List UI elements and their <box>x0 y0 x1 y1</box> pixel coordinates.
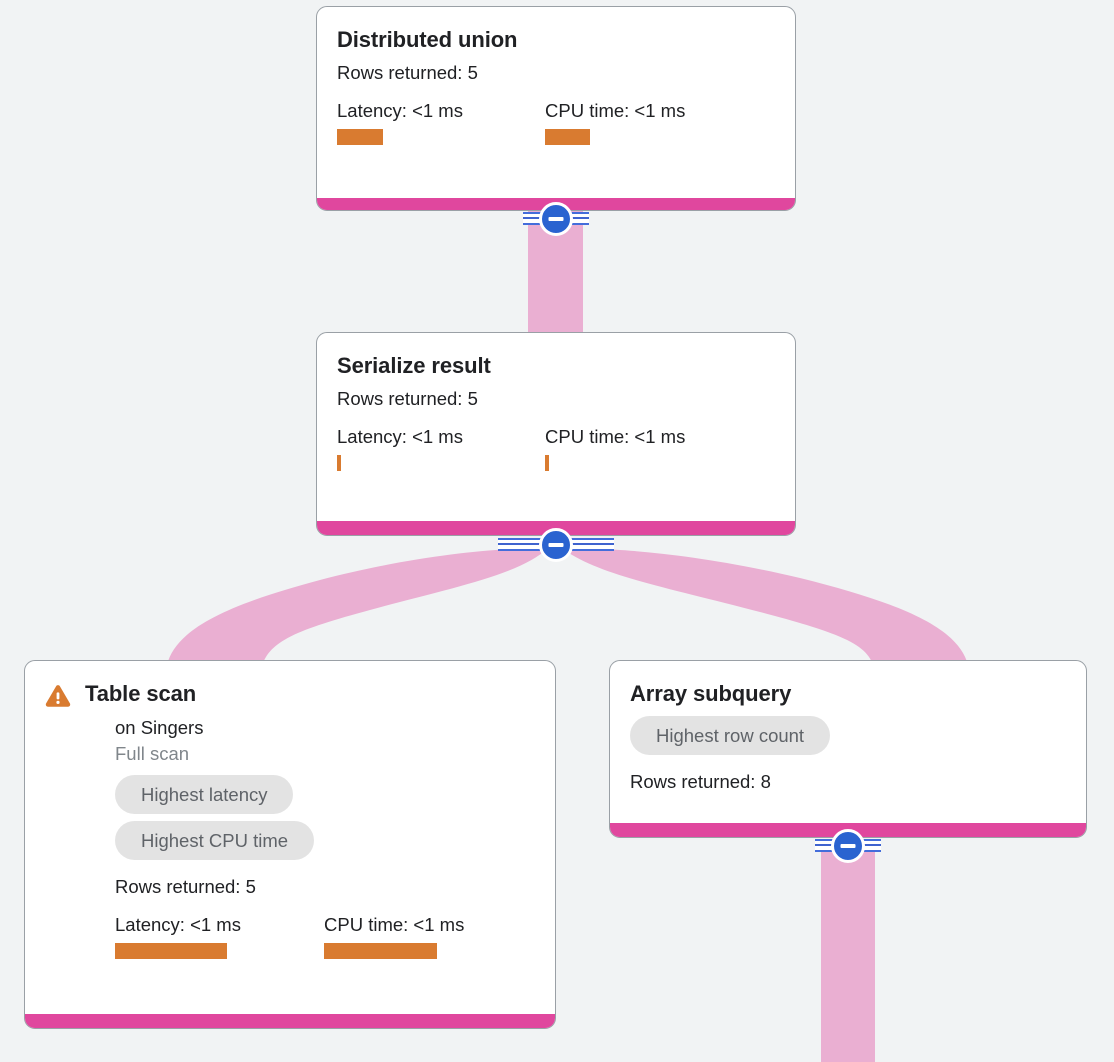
metric-cpu-bar <box>545 129 590 145</box>
metric-latency: Latency: <1 ms <box>337 99 545 145</box>
node-subtitle: on Singers <box>115 717 204 738</box>
metric-cpu-time: CPU time: <1 ms <box>324 913 464 959</box>
node-badges: Highest latency Highest CPU time <box>115 775 535 867</box>
minus-glyph <box>840 844 856 848</box>
node-badges: Highest row count <box>630 716 1066 762</box>
node-details: on Singers Full scan Highest latency Hig… <box>45 715 535 959</box>
node-body: Serialize result Rows returned: 5 Latenc… <box>317 333 795 487</box>
node-body: Table scan on Singers Full scan Highest … <box>25 661 555 975</box>
minus-glyph <box>548 217 564 221</box>
node-metrics: Latency: <1 ms CPU time: <1 ms <box>337 99 775 145</box>
metric-cpu-label: CPU time: <1 ms <box>545 426 686 447</box>
edge-serialize-to-arraysubquery <box>562 548 968 665</box>
minus-glyph <box>548 543 564 547</box>
plan-node-serialize-result[interactable]: Serialize result Rows returned: 5 Latenc… <box>316 332 796 536</box>
edge-serialize-to-tablescan <box>167 548 548 665</box>
badge-highest-row-count[interactable]: Highest row count <box>630 716 831 755</box>
badge-highest-cpu-time[interactable]: Highest CPU time <box>115 821 315 860</box>
collapse-toggle-serialize-result[interactable] <box>539 528 573 562</box>
plan-node-table-scan[interactable]: Table scan on Singers Full scan Highest … <box>24 660 556 1029</box>
node-title: Distributed union <box>337 27 518 52</box>
node-rows-returned: Rows returned: 5 <box>337 62 478 83</box>
node-rows-returned: Rows returned: 5 <box>337 388 478 409</box>
node-metrics: Latency: <1 ms CPU time: <1 ms <box>115 913 535 959</box>
metric-latency-bar <box>115 943 227 959</box>
node-title: Table scan <box>85 681 197 706</box>
warning-triangle-icon <box>45 685 71 707</box>
metric-cpu-label: CPU time: <1 ms <box>545 100 686 121</box>
node-scan-type: Full scan <box>115 743 190 764</box>
collapse-toggle-distributed-union[interactable] <box>539 202 573 236</box>
node-rows-returned: Rows returned: 5 <box>115 876 256 897</box>
metric-cpu-label: CPU time: <1 ms <box>324 914 465 935</box>
node-header: Distributed union <box>337 27 775 53</box>
badge-highest-latency[interactable]: Highest latency <box>115 775 294 814</box>
node-title: Serialize result <box>337 353 491 378</box>
metric-cpu-bar <box>545 455 549 471</box>
metric-latency: Latency: <1 ms <box>115 913 324 959</box>
node-header: Serialize result <box>337 353 775 379</box>
metric-latency-label: Latency: <1 ms <box>337 100 463 121</box>
node-rows-returned: Rows returned: 8 <box>630 771 771 792</box>
node-metrics: Latency: <1 ms CPU time: <1 ms <box>337 425 775 471</box>
metric-latency-label: Latency: <1 ms <box>115 914 241 935</box>
metric-cpu-time: CPU time: <1 ms <box>545 425 685 471</box>
metric-latency-bar <box>337 455 341 471</box>
plan-node-distributed-union[interactable]: Distributed union Rows returned: 5 Laten… <box>316 6 796 211</box>
metric-latency-bar <box>337 129 383 145</box>
plan-node-array-subquery[interactable]: Array subquery Highest row count Rows re… <box>609 660 1087 838</box>
node-body: Distributed union Rows returned: 5 Laten… <box>317 7 795 161</box>
node-header: Table scan <box>45 681 535 708</box>
node-body: Array subquery Highest row count Rows re… <box>610 661 1086 810</box>
node-footer-bar <box>25 1014 555 1028</box>
node-title: Array subquery <box>630 681 792 706</box>
metric-cpu-time: CPU time: <1 ms <box>545 99 685 145</box>
metric-cpu-bar <box>324 943 437 959</box>
edge-arraysubquery-down <box>821 840 875 1062</box>
collapse-toggle-array-subquery[interactable] <box>831 829 865 863</box>
metric-latency: Latency: <1 ms <box>337 425 545 471</box>
node-header: Array subquery <box>630 681 1066 707</box>
metric-latency-label: Latency: <1 ms <box>337 426 463 447</box>
